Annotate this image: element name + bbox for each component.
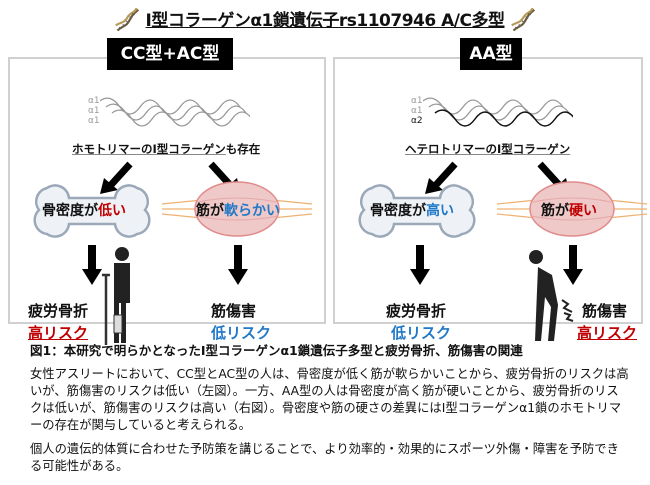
injury-risk-left: 低リスク [211,324,272,342]
description-paragraph: 女性アスリートにおいて、CC型とAC型の人は、骨密度が低く筋が軟らかいことから、… [30,367,629,432]
genotype-tag-right: AA型 [460,38,522,70]
fracture-risk-right: 低リスク [391,324,452,342]
injury-label-right: 筋傷害 [582,302,628,320]
arrow-icon [100,161,133,194]
genotype-tag-left: CC型+AC型 [107,38,233,70]
fracture-label-right: 疲労骨折 [386,302,447,320]
bone-density-label-left: 骨密度が低い [42,203,126,219]
figure-caption: 図1：本研究で明らかとなったI型コラーゲンα1鎖遺伝子多型と疲労骨折、筋傷害の関… [30,343,523,358]
arrow-icon [425,161,458,194]
bone-density-label-right: 骨密度が高い [370,203,454,219]
injury-label-left: 筋傷害 [211,302,257,320]
collagen-helix-right [423,97,573,127]
arrow-down-icon [82,245,102,285]
title-text: I型コラーゲンα1鎖遺伝子rs1107946 A/C多型 [145,11,505,31]
arrow-down-icon [410,245,430,285]
fracture-risk-left: 高リスク [28,324,89,342]
muscle-label-right: 筋が硬い [541,203,597,219]
collagen-helix-left [100,97,250,127]
fracture-label-left: 疲労骨折 [28,302,89,320]
title: I型コラーゲンα1鎖遺伝子rs1107946 A/C多型 [0,6,650,34]
conclusion-paragraph: 個人の遺伝的体質に合わせた予防策を講じることで、より効率的・効果的にスポーツ外傷… [30,442,619,473]
muscle-label-left: 筋が軟らかい [196,203,280,219]
collagen-caption-left: ホモトリマーのI型コラーゲンも存在 [72,142,261,156]
injury-risk-right: 高リスク [577,324,638,342]
arrow-down-icon [228,245,248,285]
injured-person-icon [529,250,574,341]
collagen-caption-right: ヘテロトリマーのI型コラーゲン [405,142,571,156]
crutch-person-icon [102,247,130,345]
dna-icon [510,8,536,34]
dna-icon [114,8,140,34]
